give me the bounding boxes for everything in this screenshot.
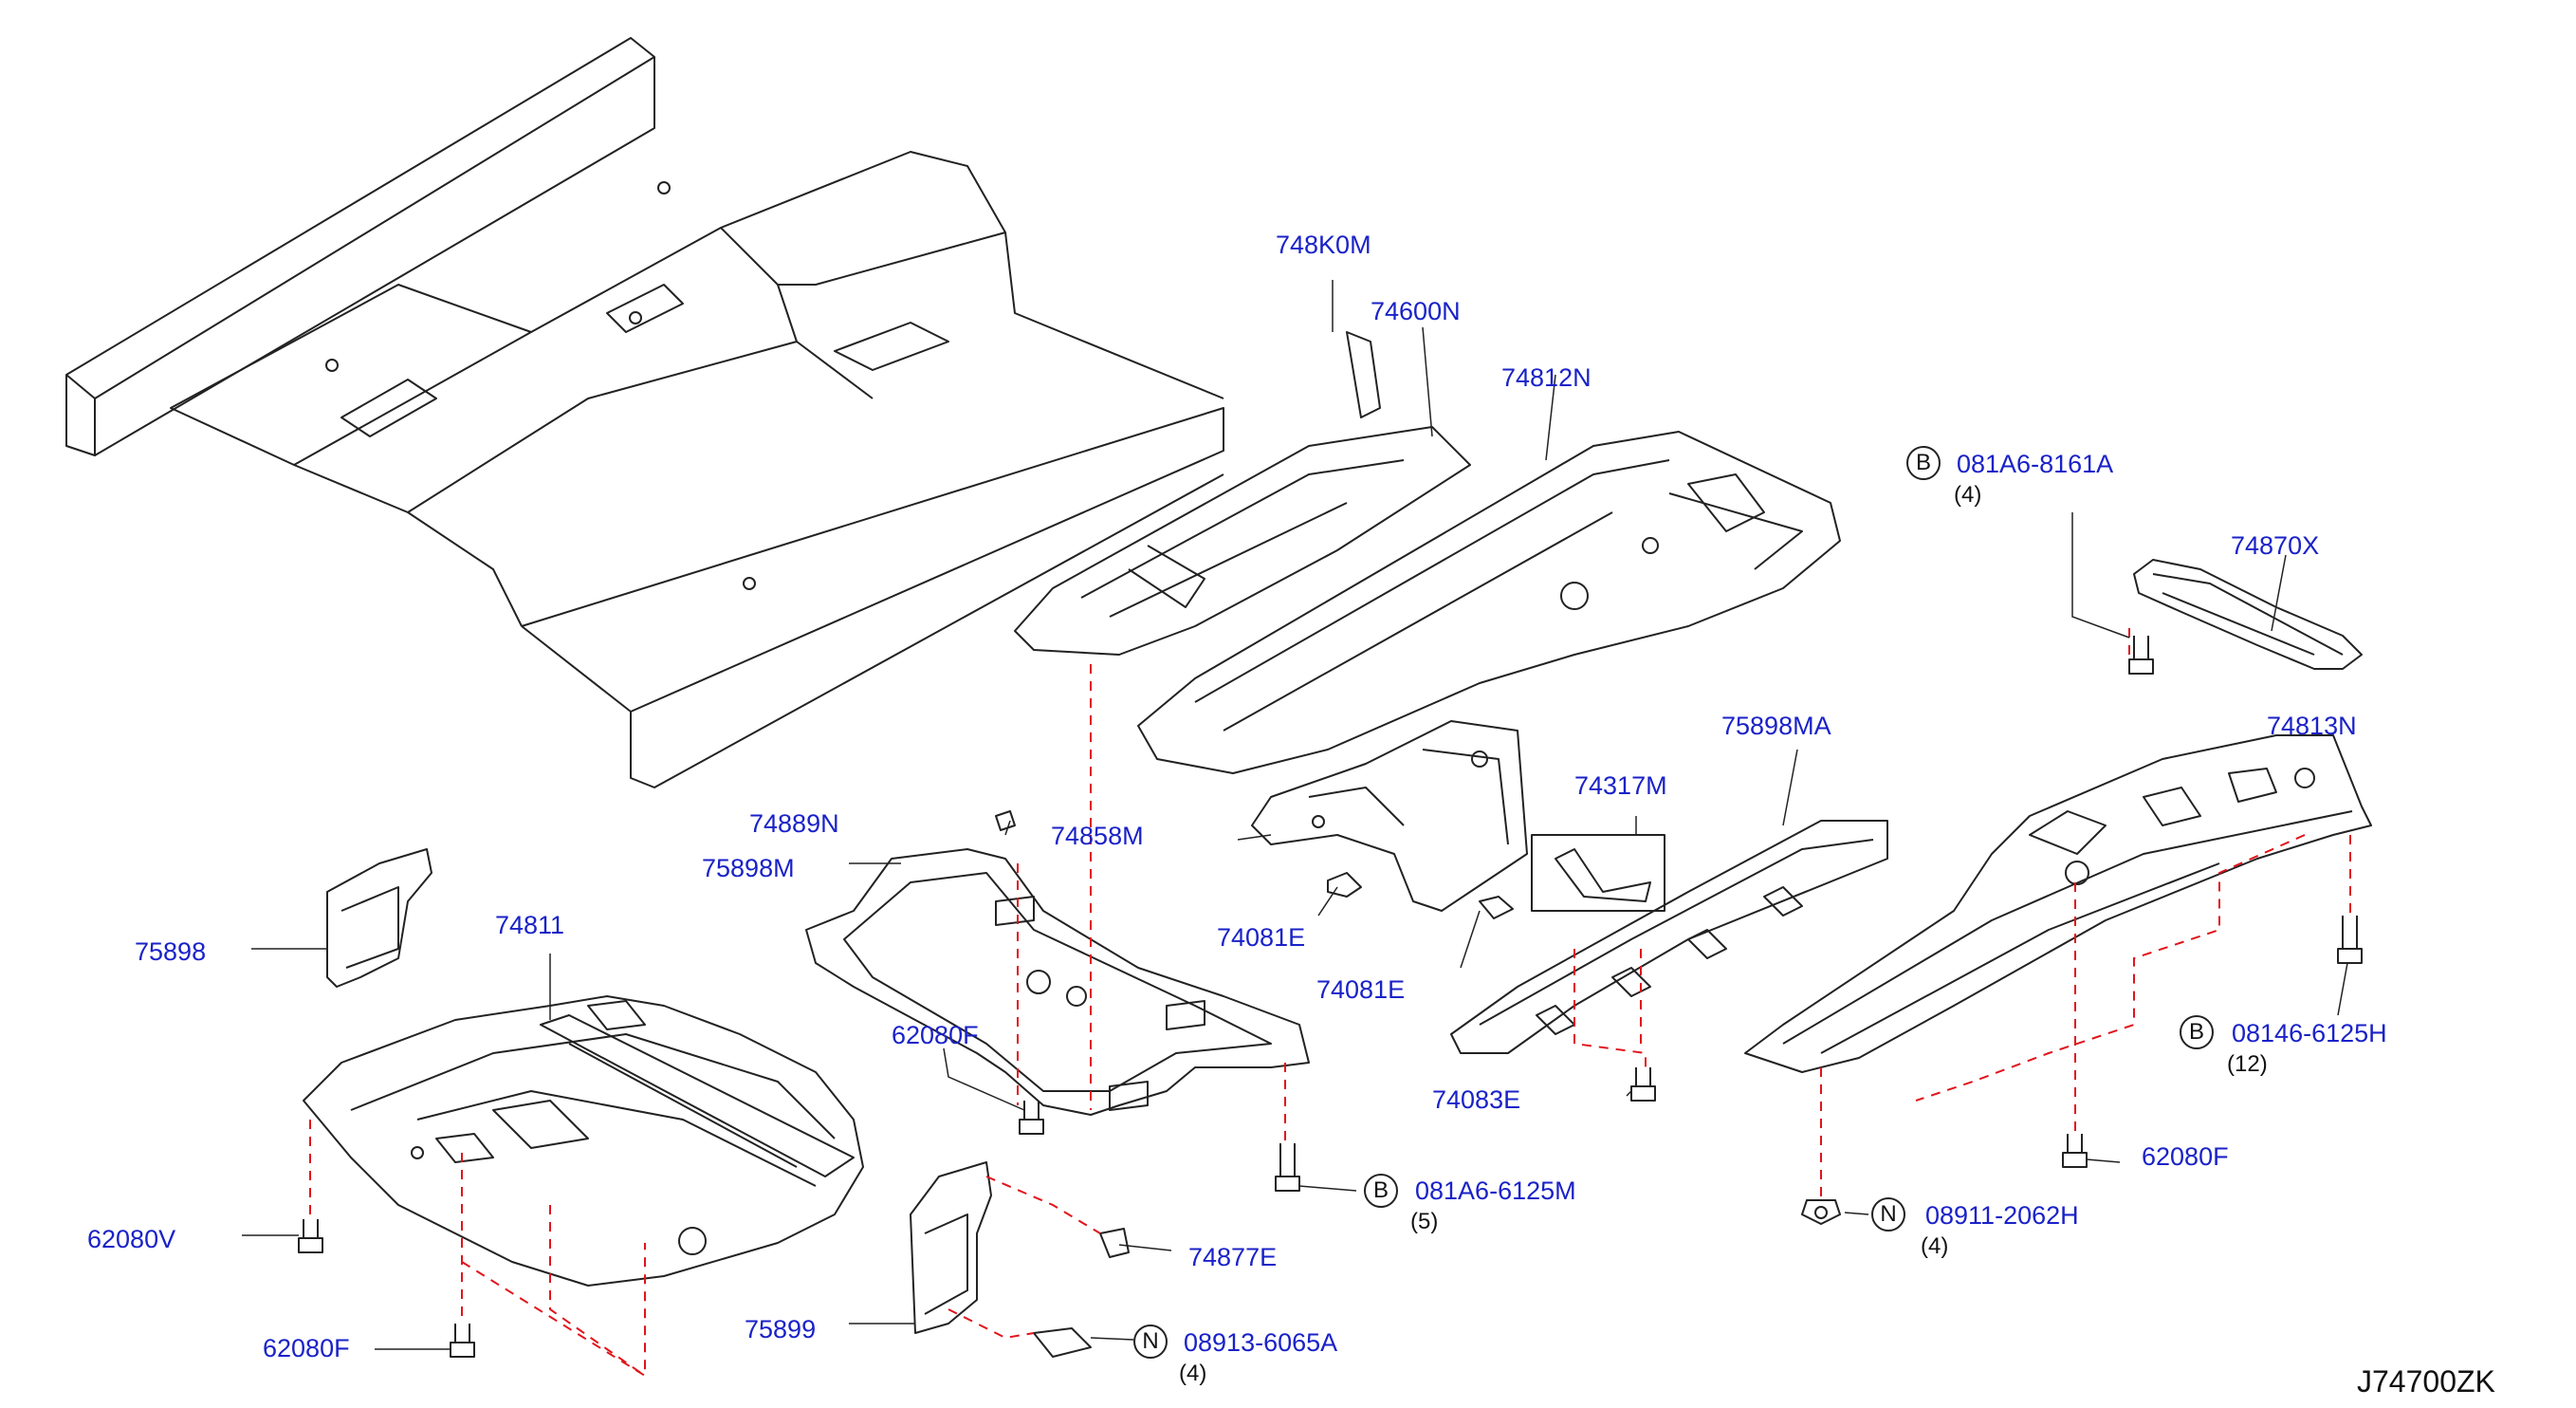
part-label-62080V[interactable]: 62080V <box>87 1225 176 1253</box>
fastener-qty: (4) <box>1921 1233 1949 1259</box>
part-label-62080F-mid[interactable]: 62080F <box>892 1021 979 1049</box>
fastener-badge-N: N <box>1133 1325 1168 1359</box>
bracket-74317M-drawing <box>1531 834 1665 912</box>
crossmember-74870X-drawing <box>2133 559 2363 670</box>
fastener-part-081A6-6125M[interactable]: 081A6-6125M <box>1415 1176 1576 1205</box>
part-label-74889N[interactable]: 74889N <box>749 809 839 838</box>
part-label-75899[interactable]: 75899 <box>745 1315 817 1343</box>
fastener-part-08146-6125H[interactable]: 08146-6125H <box>2232 1019 2387 1047</box>
fastener-badge-B: B <box>2180 1015 2214 1049</box>
part-label-62080F-right[interactable]: 62080F <box>2142 1142 2229 1171</box>
bracket-75898-drawing <box>326 848 432 988</box>
part-label-74813N[interactable]: 74813N <box>2267 712 2357 740</box>
fastener-part-081A6-8161A[interactable]: 081A6-8161A <box>1957 450 2114 478</box>
part-label-74877E[interactable]: 74877E <box>1188 1243 1278 1271</box>
panel-75898MA-drawing <box>1450 820 1888 1054</box>
part-label-74083E[interactable]: 74083E <box>1432 1085 1521 1114</box>
part-label-75898[interactable]: 75898 <box>135 937 207 966</box>
fastener-part-08911-2062H[interactable]: 08911-2062H <box>1925 1201 2079 1230</box>
fastener-qty: (12) <box>2227 1051 2268 1077</box>
part-label-74081E-a[interactable]: 74081E <box>1217 923 1306 952</box>
fastener-qty: (5) <box>1410 1209 1439 1234</box>
part-label-74600N[interactable]: 74600N <box>1371 297 1461 325</box>
bracket-75899-drawing <box>910 1161 992 1334</box>
cover-74811-drawing <box>303 995 864 1287</box>
fastener-badge-N: N <box>1871 1197 1905 1232</box>
part-label-74870X[interactable]: 74870X <box>2231 531 2320 560</box>
fastener-part-08913-6065A[interactable]: 08913-6065A <box>1184 1328 1338 1357</box>
part-label-748K0M[interactable]: 748K0M <box>1276 231 1371 259</box>
part-label-74081E-b[interactable]: 74081E <box>1316 975 1406 1004</box>
diagram-code: J74700ZK <box>2357 1364 2495 1399</box>
fastener-badge-B: B <box>1906 446 1941 480</box>
part-label-74317M[interactable]: 74317M <box>1574 771 1667 800</box>
part-label-62080F-left[interactable]: 62080F <box>263 1334 350 1362</box>
cover-74600N-drawing <box>1014 331 1471 656</box>
fastener-qty: (4) <box>1954 482 1982 508</box>
fastener-badge-B: B <box>1364 1174 1398 1208</box>
cover-74813N-drawing <box>1744 734 2372 1073</box>
floor-panel-drawing <box>65 37 1224 788</box>
heat-shield-74858M-drawing <box>1251 720 1528 912</box>
fastener-qty: (4) <box>1179 1361 1207 1386</box>
part-label-74811[interactable]: 74811 <box>495 911 565 939</box>
part-label-75898MA[interactable]: 75898MA <box>1721 712 1831 740</box>
part-label-75898M[interactable]: 75898M <box>702 854 795 882</box>
part-label-74812N[interactable]: 74812N <box>1501 363 1592 392</box>
cover-74812N-drawing <box>1137 431 1841 774</box>
part-label-74858M[interactable]: 74858M <box>1051 822 1144 850</box>
fasteners-drawing <box>298 636 2363 1358</box>
frame-75898M-drawing <box>805 848 1310 1116</box>
